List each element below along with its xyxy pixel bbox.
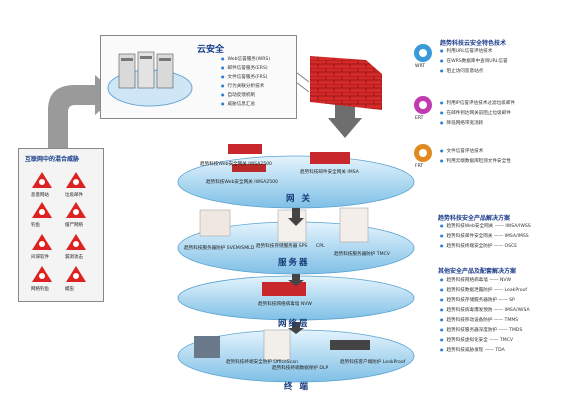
threat-label: 僵尸网络 (65, 223, 83, 228)
product-caption: 趋势科技Web安全网关 IWSA2500 (200, 162, 272, 167)
biohazard-warning-icon (32, 202, 52, 218)
server-icon (330, 340, 370, 350)
biohazard-warning-icon (32, 172, 52, 188)
product-caption: 趋势科技客户端防护 LeakProof (340, 360, 406, 365)
badge-icon (414, 96, 432, 114)
threat-label: 间谍软件 (31, 255, 49, 260)
badge-label: FRT (415, 164, 424, 169)
threats-title: 互联网中的混合威胁 (25, 156, 80, 163)
legend-item: 文件信誉评估技术 (440, 148, 484, 155)
threat-item: 钓鱼 (31, 201, 53, 229)
biohazard-warning-icon (32, 234, 52, 250)
badge-icon (414, 144, 432, 162)
cloud-item: Web信誉服务(WRS) (221, 56, 271, 63)
layer-label-endpoint: 终 端 (284, 382, 310, 392)
cloud-item: 自动反馈机制 (221, 92, 256, 99)
threat-label: 钓鱼 (31, 223, 40, 228)
section3-item: 趋势科技移动设备防护 —— TMMS (440, 317, 519, 324)
layer-discs (177, 144, 415, 383)
cloud-item: 行为关联分析技术 (221, 83, 265, 90)
legend-item: 在邮件到达网关前阻止垃圾邮件 (440, 110, 511, 117)
appliance-icon (310, 152, 350, 164)
layer-label-network: 网络层 (278, 319, 310, 329)
section2-item: 趋势科技Web安全网关 —— IWSA/IWSS (440, 223, 531, 230)
product-caption: 趋势科技存储服务器 SPS (256, 244, 308, 249)
product-caption: 趋势科技服务器防护 SVEM/SMLD (184, 246, 255, 251)
layer-label-server: 服务器 (278, 258, 310, 268)
legend-item: 利用URL信誉评估技术 (440, 48, 493, 55)
legend-item: 降低网络带宽消耗 (440, 120, 484, 127)
threat-label: 恶意网站 (31, 193, 49, 198)
appliance-icon (228, 144, 262, 154)
appliance-icon (262, 282, 306, 296)
section3-item: 趋势科技虚拟化安全 —— TMCV (440, 337, 514, 344)
badge-label: WRT (415, 64, 425, 69)
section2-item: 趋势科技终端安全防护 —— OSCE (440, 243, 518, 250)
product-box-icon (339, 207, 369, 243)
threat-item: 漏洞攻击 (65, 233, 87, 261)
biohazard-warning-icon (66, 172, 86, 188)
section3-item: 趋势科技病毒爆发预防 —— IMSA/IWSA (440, 307, 530, 314)
biohazard-warning-icon (66, 266, 86, 282)
legend-item: 阻止访问恶意站点 (440, 68, 484, 75)
product-caption: 趋势科技Web安全网关 IWSA2500 (206, 180, 278, 185)
section3-title: 其他安全产品及配套解决方案 (438, 268, 517, 275)
product-box-icon (263, 329, 291, 361)
section3-item: 趋势科技威胁发现 —— TDA (440, 347, 505, 354)
product-caption: 趋势科技终端安全防护 OfficeScan (226, 360, 298, 365)
pc-icon (194, 336, 220, 358)
appliance-icon (232, 164, 266, 172)
cloud-item: 文件信誉服务(FRS) (221, 74, 268, 81)
threat-label: 网络钓鱼 (31, 287, 49, 292)
cloud-title: 云安全 (197, 45, 225, 55)
section2-title: 趋势科技安全产品解决方案 (438, 215, 511, 222)
threat-item: 蠕虫 (65, 265, 87, 293)
biohazard-warning-icon (32, 266, 52, 282)
threat-label: 蠕虫 (65, 287, 74, 292)
section3-item: 趋势科技服务器深度防护 —— TMDS (440, 327, 523, 334)
product-caption: CPL (316, 244, 325, 249)
section3-item: 趋势科技网络病毒墙 —— NVW (440, 277, 512, 284)
cloud-item: 邮件信誉服务(ERS) (221, 65, 268, 72)
threat-item: 网络钓鱼 (31, 265, 53, 293)
legend-item: 在WRS数据库中查询URL信誉 (440, 58, 508, 65)
down-arrow (328, 98, 362, 138)
threat-label: 漏洞攻击 (65, 255, 83, 260)
section2-item: 趋势科技邮件安全网关 —— IMSA/IMSS (440, 233, 529, 240)
threat-item: 僵尸网络 (65, 201, 87, 229)
cloud-icon (107, 51, 193, 107)
cloud-security-panel: 云安全 Web信誉服务(WRS) 邮件信誉服务(ERS) 文件信誉服务(FRS)… (100, 35, 297, 119)
threat-item: 间谍软件 (31, 233, 53, 261)
section3-item: 趋势科技存储服务器防护 —— SP (440, 297, 515, 304)
legend-item: 利用IP信誉评估技术过滤垃圾邮件 (440, 100, 515, 107)
biohazard-warning-icon (66, 234, 86, 250)
threat-item: 垃圾邮件 (65, 171, 87, 199)
badge-label: ERT (415, 116, 424, 121)
product-box-icon (199, 209, 231, 237)
badge-icon (414, 44, 432, 62)
threat-label: 垃圾邮件 (65, 193, 83, 198)
layer-label-gateway: 网 关 (286, 194, 312, 204)
biohazard-warning-icon (66, 202, 86, 218)
threats-panel: 互联网中的混合威胁 恶意网站 垃圾邮件钓鱼 僵尸网络间谍软件 漏洞攻击网络钓鱼 蠕虫 (18, 148, 104, 302)
threat-item: 恶意网站 (31, 171, 53, 199)
cloud-item: 威胁信息汇总 (221, 101, 256, 108)
firewall-icon (310, 56, 382, 110)
product-caption: 趋势科技网络病毒墙 NVW (258, 302, 312, 307)
legend-title: 趋势科技云安全特色技术 (440, 40, 507, 47)
product-caption: 趋势科技终端数据保护 DLP (272, 366, 329, 371)
product-caption: 趋势科技服务器防护 TMCV (334, 252, 390, 257)
legend-item: 利用云端数据库检测文件安全性 (440, 158, 511, 165)
product-caption: 趋势科技邮件安全网关 IMSA (300, 170, 359, 175)
section3-item: 趋势科技数据泄露防护 —— LeakProof (440, 287, 528, 294)
